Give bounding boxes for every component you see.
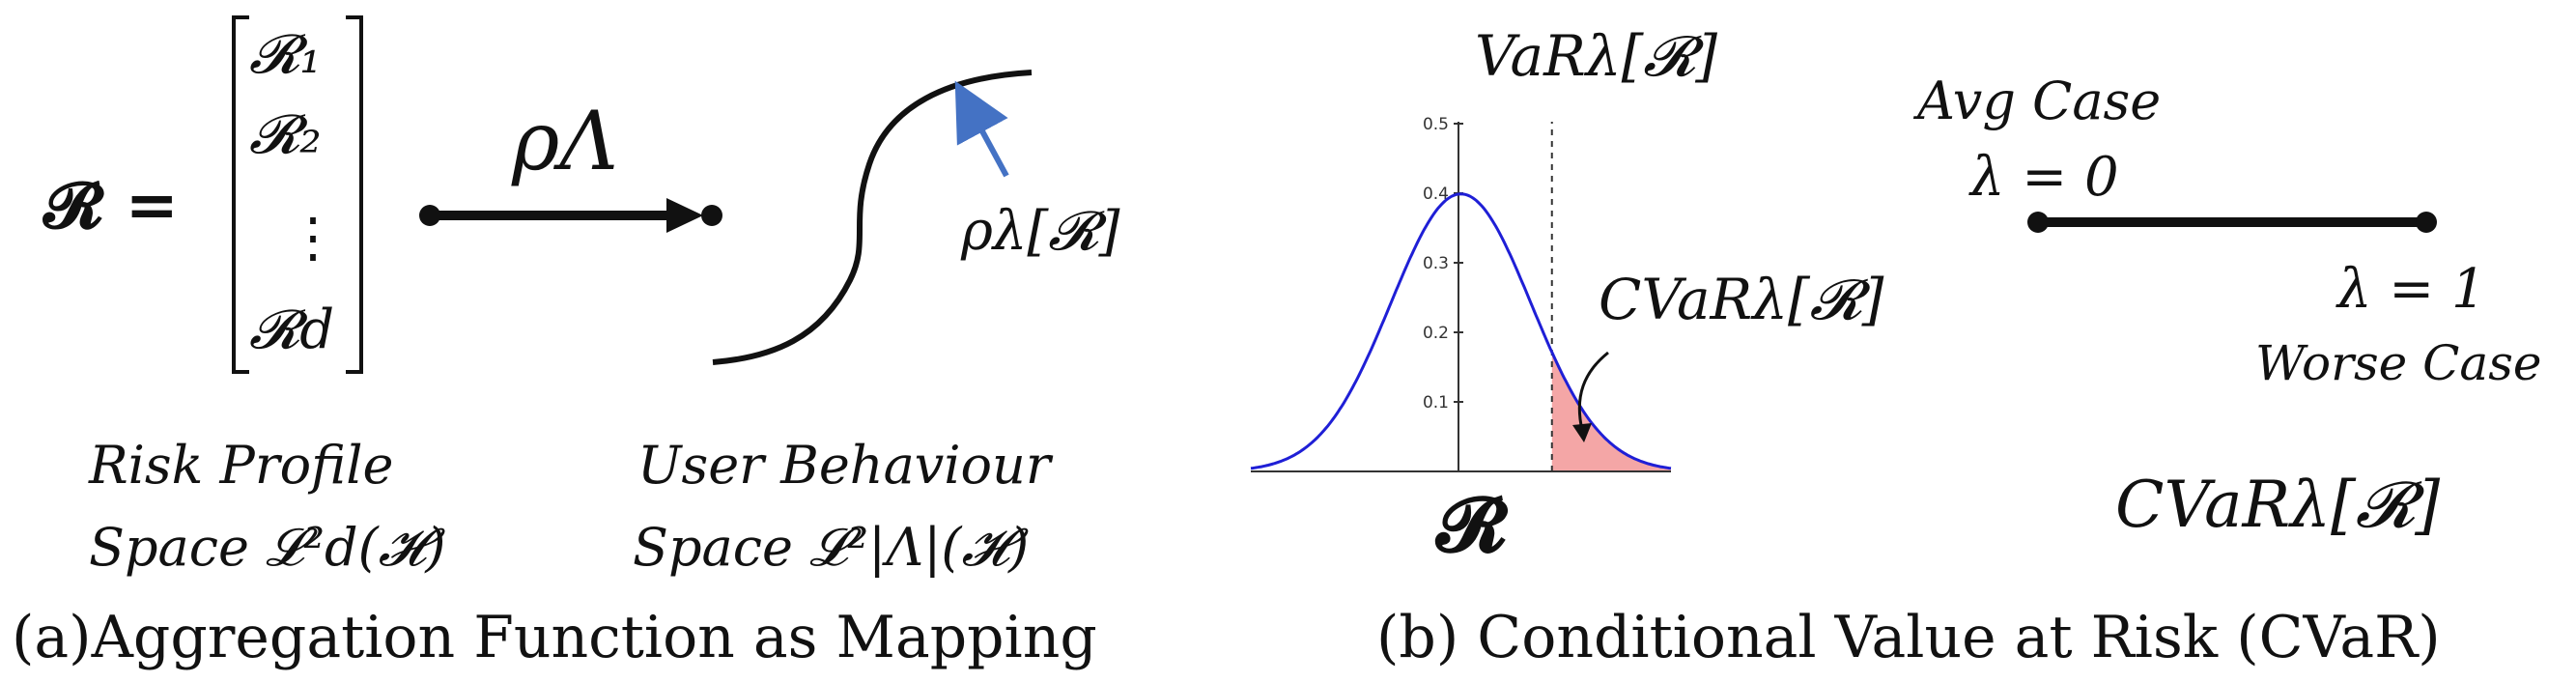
density-curve	[1250, 192, 1672, 470]
cvar-pointer-arrow	[1577, 351, 1609, 431]
right-space-line2: Space 𝓛²|Λ|(𝓗)	[633, 517, 1029, 578]
y-tick-label: 0.4	[1423, 185, 1449, 204]
s-curve	[712, 70, 1033, 365]
avg-case-line2: λ = 0	[1968, 146, 2119, 209]
cvar-pointer-arrowhead	[1572, 423, 1592, 442]
vector-entry-d: 𝓡d	[249, 299, 334, 361]
curve-label: ρλ[𝓡]	[960, 200, 1120, 263]
vector-entry-dots: ⋮	[286, 207, 340, 270]
y-tick-label: 0.1	[1423, 393, 1449, 413]
caption-a: (a)Aggregation Function as Mapping	[12, 604, 1097, 671]
mapping-arrowhead	[666, 198, 703, 233]
mapping-end-dot	[701, 205, 722, 226]
matrix-left-bracket	[232, 15, 249, 374]
y-tick-label: 0.2	[1423, 324, 1449, 343]
y-tick-label: 0.3	[1423, 254, 1449, 273]
worse-case-line2: Worse Case	[2255, 335, 2541, 391]
y-tick-group: 0.1 0.2 0.3 0.4 0.5	[1423, 115, 1463, 413]
y-tick-label: 0.5	[1423, 115, 1449, 134]
vector-lhs: 𝓡 =	[42, 167, 179, 242]
density-chart: 0.1 0.2 0.3 0.4 0.5	[1250, 115, 1672, 472]
cvar-tail-fill	[1551, 352, 1671, 471]
caption-b: (b) Conditional Value at Risk (CVaR)	[1376, 604, 2441, 671]
cvar-label: CVaRλ[𝓡]	[1599, 267, 1884, 332]
left-space-line1: Risk Profile	[88, 435, 393, 496]
worse-case-line1: λ = 1	[2335, 258, 2486, 321]
cvar-bottom-label: CVaRλ[𝓡]	[2115, 468, 2440, 542]
lambda-scale-end	[2416, 212, 2437, 233]
curve-pointer-arrow	[954, 80, 1009, 178]
right-space-line1: User Behaviour	[637, 435, 1054, 496]
var-label: VaRλ[𝓡]	[1475, 23, 1717, 89]
vector-entry-2: 𝓡₂	[249, 103, 322, 166]
x-variable-label: 𝓡	[1434, 481, 1509, 569]
mapping-label: ρΛ	[511, 94, 618, 188]
vector-entry-1: 𝓡₁	[249, 23, 322, 86]
panel-b: VaRλ[𝓡] 0.1 0.2 0.3 0.4 0.5 CVaRλ[𝓡] 𝓡 Avg C…	[1250, 23, 2541, 671]
matrix-right-bracket	[346, 15, 363, 374]
avg-case-line1: Avg Case	[1912, 71, 2161, 131]
left-space-line2: Space 𝓛²d(𝓗)	[89, 517, 446, 578]
panel-a: 𝓡 = 𝓡₁ 𝓡₂ ⋮ 𝓡d ρΛ ρλ[𝓡] Risk Profile Spa…	[12, 15, 1120, 671]
